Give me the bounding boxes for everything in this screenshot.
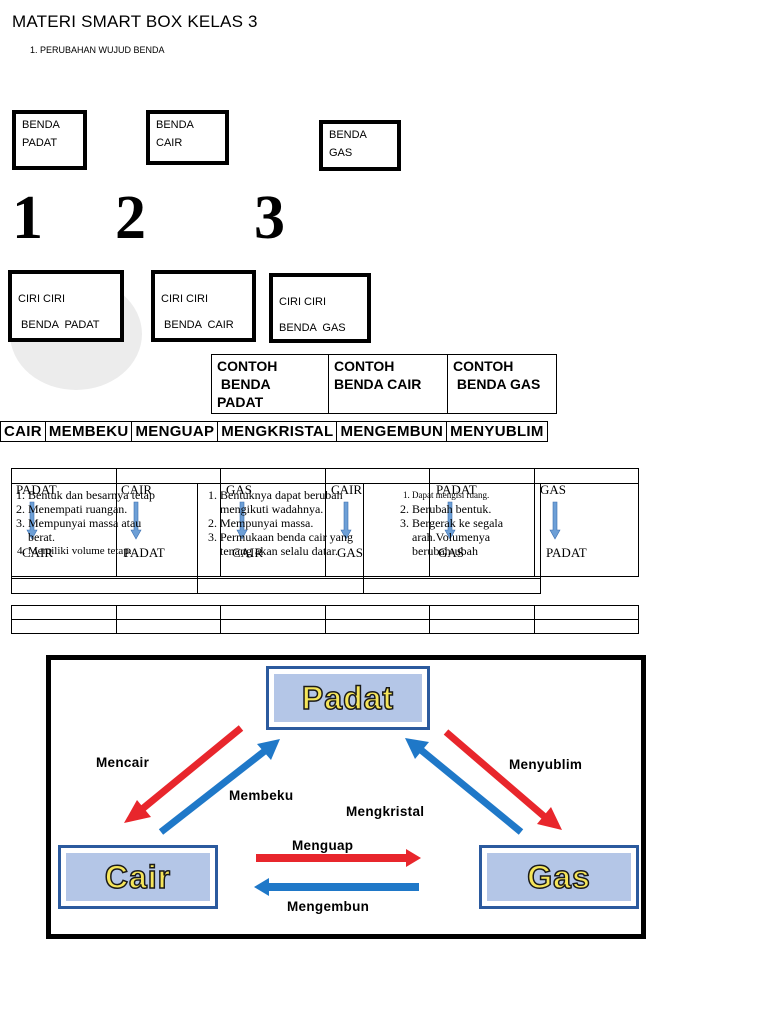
down-arrow-icon (340, 501, 352, 540)
state-padat: Padat (266, 666, 430, 730)
empty-grid (11, 605, 639, 634)
box-ciri-padat: CIRI CIRI BENDA PADAT (8, 270, 124, 342)
ciri-grid (11, 483, 541, 594)
page-title: MATERI SMART BOX KELAS 3 (12, 12, 258, 31)
process-cell: MEMBEKU (44, 421, 133, 442)
arrow-mencair (138, 725, 244, 813)
diagram-arrows (124, 725, 562, 896)
process-cell: CAIR (0, 421, 46, 442)
transition-to: GAS (438, 545, 465, 560)
process-cell: MENGEMBUN (336, 421, 448, 442)
page-subtitle: 1. PERUBAHAN WUJUD BENDA (30, 45, 165, 55)
arrowhead-icon (406, 849, 421, 867)
state-gas: Gas (479, 845, 639, 909)
number-3: 3 (254, 184, 285, 252)
transition-to: CAIR (22, 545, 54, 560)
process-cell: MENGKRISTAL (217, 421, 338, 442)
ciri-cair-list: Bentuknya dapat berubah mengikuti wadahn… (202, 488, 400, 558)
arrow-membeku (158, 747, 269, 835)
box-benda-padat: BENDA PADAT (12, 110, 87, 170)
contoh-cair: CONTOH BENDA CAIR (328, 354, 448, 414)
arrow-mengkristal (418, 747, 524, 835)
arrowhead-icon (405, 738, 429, 759)
box-benda-cair: BENDA CAIR (146, 110, 229, 165)
contoh-padat: CONTOH BENDA PADAT (211, 354, 329, 414)
arrow-menyublim (443, 729, 549, 821)
transition-to: CAIR (232, 545, 264, 560)
down-arrow-icon (130, 501, 142, 540)
transition-from: PADAT (16, 482, 57, 497)
box-benda-gas: BENDA GAS (319, 120, 401, 171)
transition-to: PADAT (124, 545, 165, 560)
arrowhead-icon (257, 739, 280, 760)
label-menguap: Menguap (292, 838, 354, 853)
label-membeku: Membeku (229, 788, 294, 803)
number-2: 2 (115, 184, 146, 252)
small-down-arrows (26, 501, 561, 540)
state-cair: Cair (58, 845, 218, 909)
transition-from: PADAT (436, 482, 477, 497)
ciri-padat-list: Bentuk dan besarnya tetap Menempati ruan… (10, 488, 218, 558)
number-1: 1 (12, 184, 43, 252)
process-cell: MENYUBLIM (446, 421, 548, 442)
arrowhead-icon (124, 800, 151, 823)
process-row: CAIR MEMBEKU MENGUAP MENGKRISTAL MENGEMB… (0, 421, 548, 442)
contoh-table: CONTOH BENDA PADAT CONTOH BENDA CAIR CON… (211, 354, 557, 414)
transition-from: CAIR (121, 482, 153, 497)
arrowhead-icon (254, 878, 269, 896)
label-mengembun: Mengembun (287, 899, 370, 914)
transition-from: GAS (540, 482, 567, 497)
state-change-diagram: Padat Cair Gas Mencair Membeku Menyublim… (46, 655, 646, 939)
transition-from: GAS (226, 482, 253, 497)
process-cell: MENGUAP (131, 421, 219, 442)
contoh-gas: CONTOH BENDA GAS (447, 354, 557, 414)
label-mengkristal: Mengkristal (346, 804, 425, 819)
transition-to: GAS (337, 545, 364, 560)
down-arrow-icon (549, 501, 561, 540)
down-arrow-icon (236, 501, 248, 540)
arrowhead-icon (537, 807, 562, 830)
ciri-gas-list: Dapat mengisi ruang. Berubah bentuk. Ber… (394, 488, 557, 558)
box-ciri-gas: CIRI CIRI BENDA GAS (269, 273, 371, 343)
label-mencair: Mencair (96, 755, 150, 770)
box-ciri-cair: CIRI CIRI BENDA CAIR (151, 270, 256, 342)
down-arrow-icon (26, 501, 38, 540)
down-arrow-icon (444, 501, 456, 540)
transition-from: CAIR (331, 482, 363, 497)
transition-to: PADAT (546, 545, 587, 560)
label-menyublim: Menyublim (509, 757, 583, 772)
